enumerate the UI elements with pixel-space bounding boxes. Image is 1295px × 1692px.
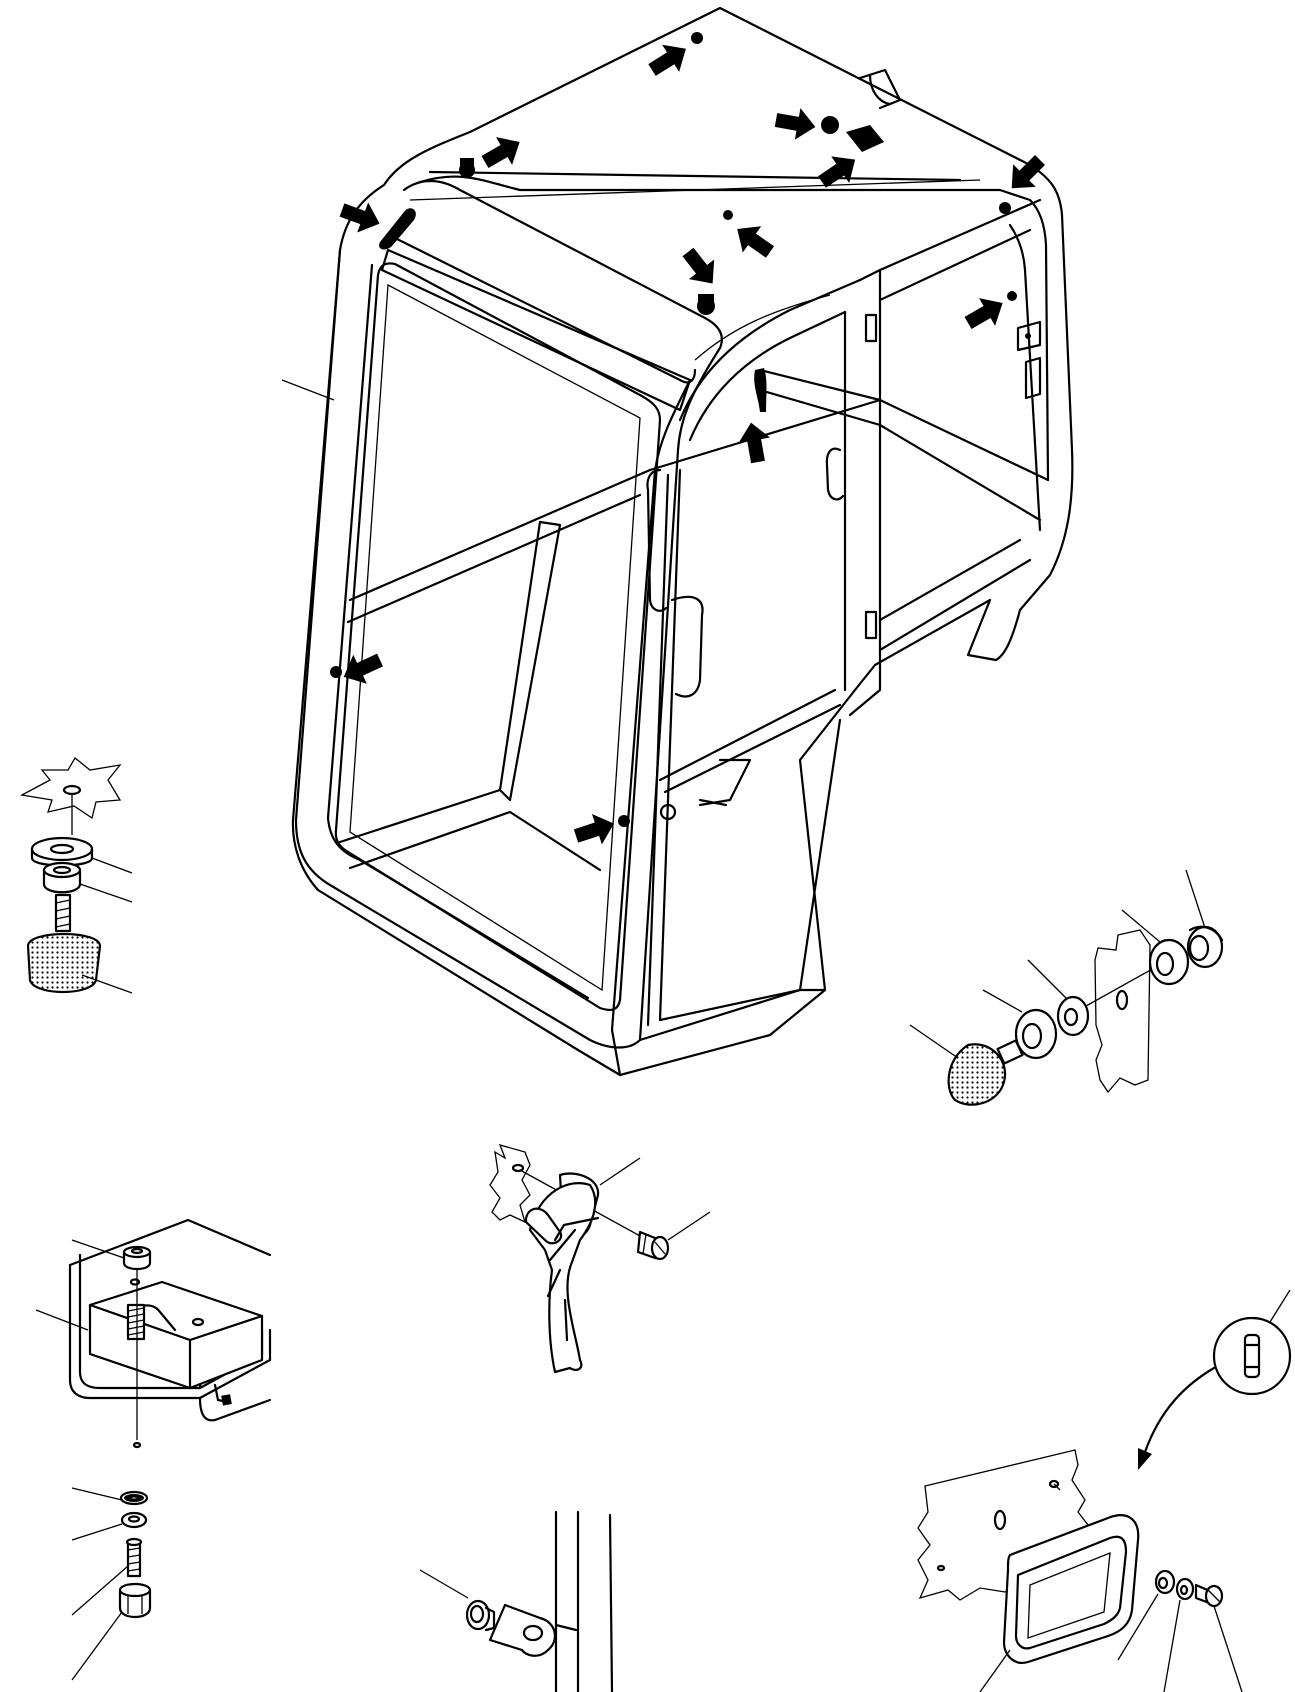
rubber-mount-right [909,869,1224,1106]
cab-frame [291,6,1074,1077]
dome-lamp [917,1289,1292,1692]
cab-marker-points [281,32,1052,852]
door-stop-pin [419,1510,614,1692]
door-latch-bracket [35,1218,272,1681]
rubber-mount-left [20,757,133,994]
door-handle-lever [489,1144,711,1374]
